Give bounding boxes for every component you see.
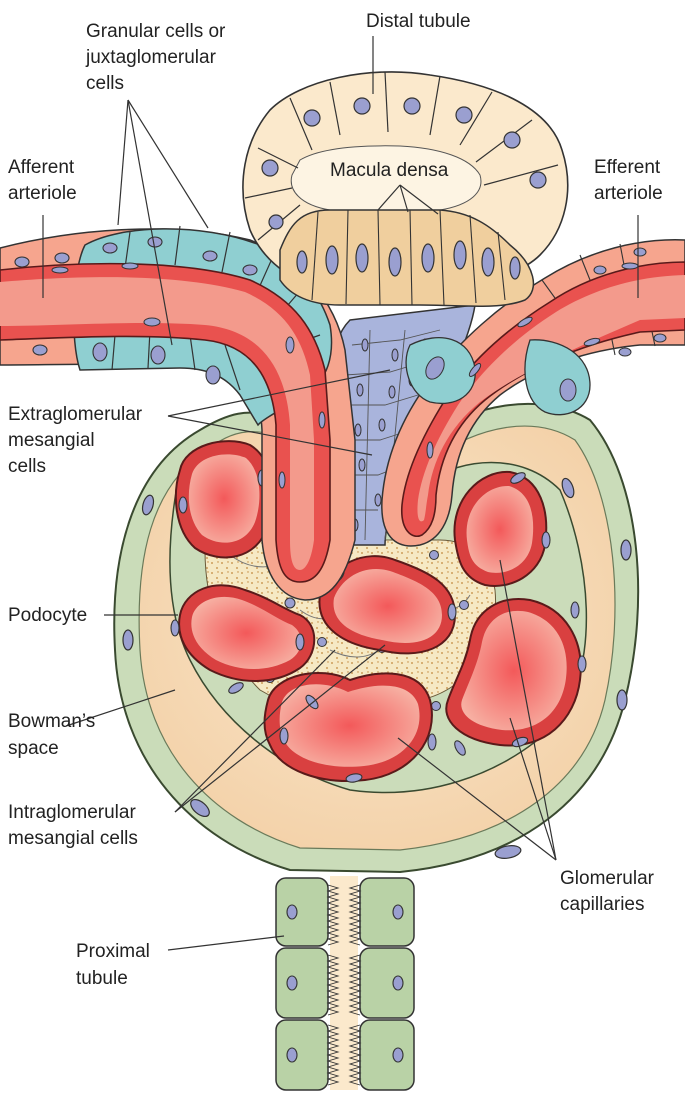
macula-densa <box>279 209 535 307</box>
label-efferent-arteriole-line2: arteriole <box>594 183 663 204</box>
labels: Distal tubule Granular cells or juxtaglo… <box>8 11 663 989</box>
capillary <box>178 584 316 682</box>
label-granular-cells: Granular cells or <box>86 21 226 42</box>
label-glomerular-capillaries: Glomerular <box>560 868 655 889</box>
label-distal-tubule: Distal tubule <box>366 11 471 32</box>
label-proximal-tubule-line2: tubule <box>76 968 128 989</box>
proximal-tubule <box>275 875 415 1091</box>
label-granular-cells-line3: cells <box>86 73 124 94</box>
label-macula-densa: Macula densa <box>330 160 449 181</box>
leader-lines <box>42 36 639 951</box>
label-intraglomerular-mesangial: Intraglomerular <box>8 802 136 823</box>
label-intraglomerular-mesangial-line2: mesangial cells <box>8 828 138 849</box>
label-glomerular-capillaries-line2: capillaries <box>560 894 644 915</box>
capillary <box>263 672 433 782</box>
label-bowmans-space-line2: space <box>8 738 59 759</box>
glomerular-capillaries-group <box>170 440 587 783</box>
label-afferent-arteriole: Afferent <box>8 157 75 178</box>
distal-tubule-lumen <box>290 145 482 211</box>
afferent-arteriole <box>0 225 356 601</box>
label-podocyte: Podocyte <box>8 605 87 626</box>
label-extraglomerular-mesangial: Extraglomerular <box>8 404 143 425</box>
label-afferent-arteriole-line2: arteriole <box>8 183 77 204</box>
distal-tubule <box>242 71 569 307</box>
capillary <box>174 440 273 559</box>
label-bowmans-space: Bowman’s <box>8 711 95 732</box>
label-efferent-arteriole: Efferent <box>594 157 661 178</box>
label-granular-cells-line2: juxtaglomerular <box>85 47 217 68</box>
label-extraglomerular-mesangial-line3: cells <box>8 456 46 477</box>
label-extraglomerular-mesangial-line2: mesangial <box>8 430 95 451</box>
efferent-arteriole <box>381 239 685 547</box>
label-proximal-tubule: Proximal <box>76 941 150 962</box>
capillary <box>445 598 582 747</box>
